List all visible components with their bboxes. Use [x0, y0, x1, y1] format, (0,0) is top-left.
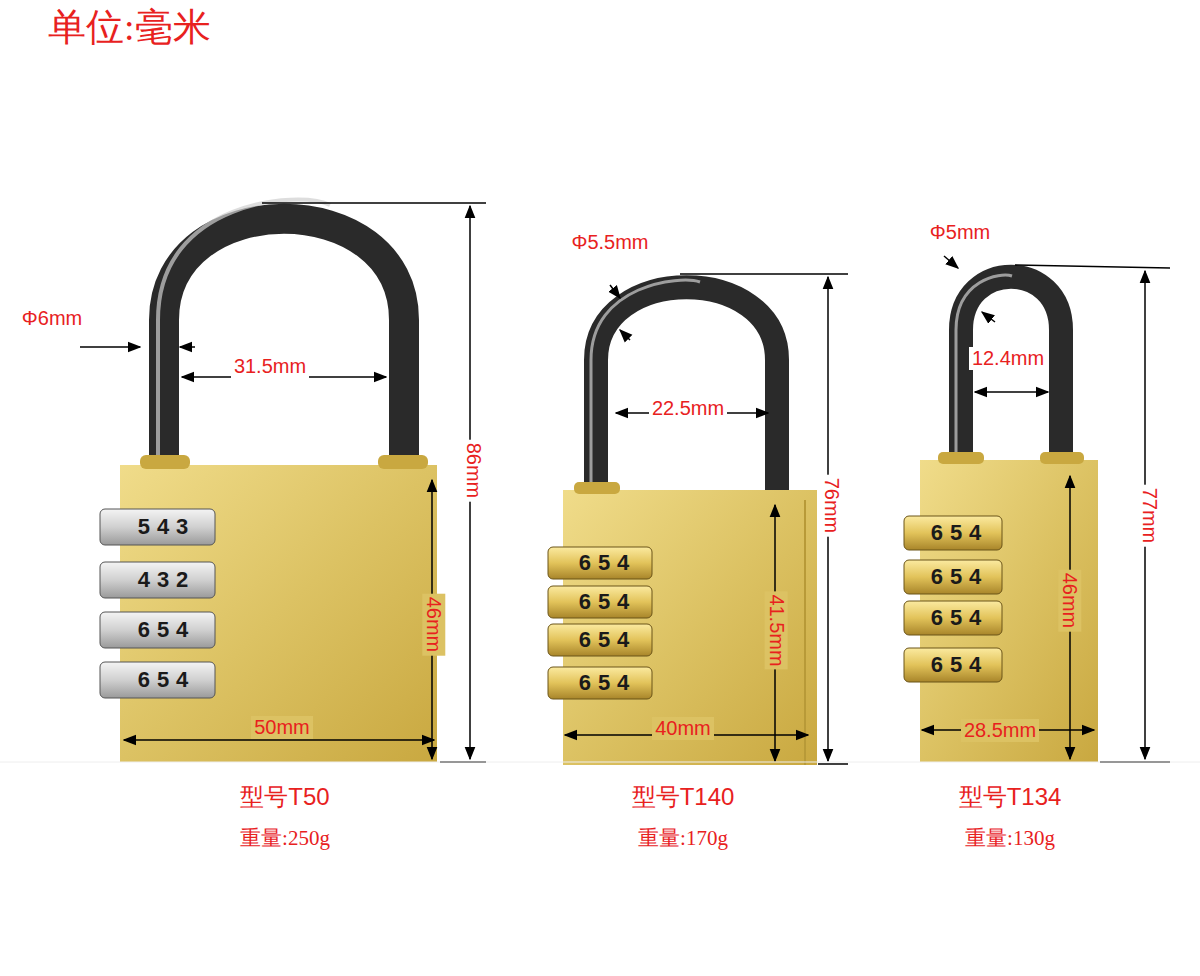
padlock-t134: [904, 275, 1098, 762]
dial-digits: 654: [924, 652, 989, 677]
shackle: [596, 287, 777, 497]
collar: [140, 455, 190, 469]
model-label: 型号T50: [237, 783, 332, 811]
dial-digits: 654: [572, 627, 637, 652]
dial-digits: 654: [131, 667, 196, 692]
dimension-label: 41.5mm: [765, 591, 788, 669]
dials: [904, 516, 1002, 682]
collar: [938, 452, 984, 464]
shackle-highlight: [591, 280, 700, 495]
dimension-label: 76mm: [820, 474, 843, 536]
collar: [378, 455, 428, 469]
dimension-label: 40mm: [652, 717, 714, 740]
padlock-t50: [100, 200, 437, 762]
padlock-t140: [548, 280, 817, 765]
weight-label: 重量:170g: [635, 826, 731, 850]
dimension-label: 46mm: [422, 593, 445, 655]
weight-label: 重量:130g: [962, 826, 1058, 850]
collar: [574, 482, 620, 494]
dimension-label: 86mm: [462, 439, 485, 501]
ground-line: [0, 762, 1200, 763]
dimension-label: 31.5mm: [231, 355, 309, 378]
shackle: [164, 219, 404, 472]
dimension-label: 28.5mm: [961, 719, 1039, 742]
model-label: 型号T140: [629, 783, 738, 811]
diameter-label: Φ6mm: [19, 307, 85, 330]
dimension-label: 22.5mm: [649, 397, 727, 420]
dial-digits: 654: [572, 550, 637, 575]
dial-digits: 654: [924, 520, 989, 545]
dials: [100, 509, 215, 698]
dial-digits: 654: [572, 589, 637, 614]
shackle-highlight: [956, 275, 1012, 465]
shackle-highlight: [158, 200, 330, 470]
lock-body: [563, 490, 817, 765]
model-label: 型号T134: [956, 783, 1065, 811]
dials: [548, 547, 652, 699]
dial-digits: 654: [924, 564, 989, 589]
unit-title: 单位:毫米: [48, 2, 211, 53]
dimension-label: 50mm: [251, 716, 313, 739]
collar: [1040, 452, 1084, 464]
dimension-lines: [80, 203, 1170, 764]
dimension-label: 46mm: [1058, 569, 1081, 631]
weight-label: 重量:250g: [237, 826, 333, 850]
lock-body: [920, 460, 1098, 762]
dial-digits: 654: [131, 617, 196, 642]
body-notch: [804, 500, 806, 765]
dial-digits: 432: [131, 567, 196, 592]
dial-digits: 654: [924, 605, 989, 630]
diameter-label: Φ5.5mm: [568, 231, 651, 254]
shackle: [961, 277, 1061, 467]
diameter-label: Φ5mm: [927, 221, 993, 244]
dial-digits: 654: [572, 670, 637, 695]
dimension-label: 12.4mm: [969, 347, 1047, 370]
dial-digits: 543: [131, 514, 196, 539]
dimension-label: 77mm: [1138, 484, 1161, 546]
